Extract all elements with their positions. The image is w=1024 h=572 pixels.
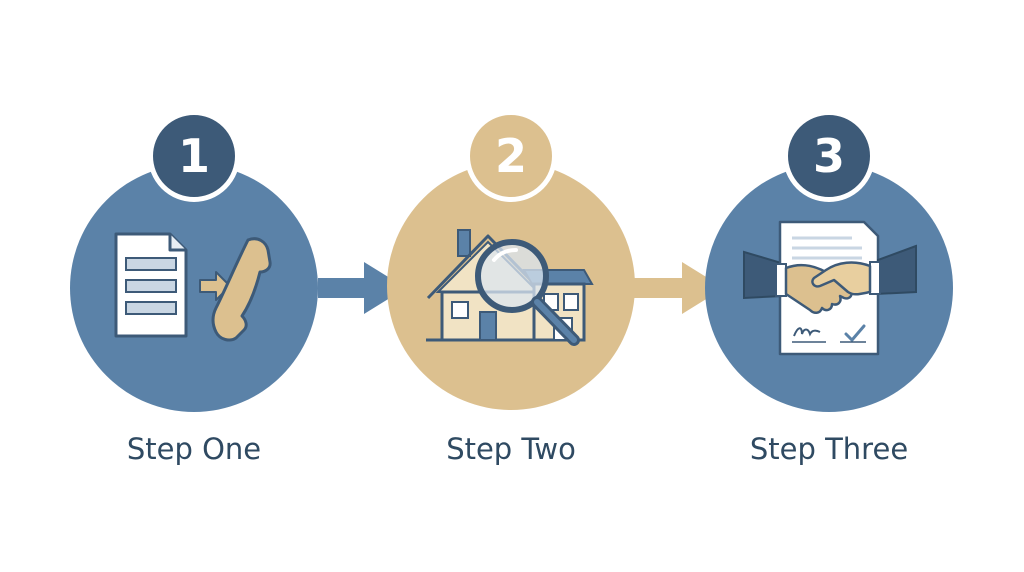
arrow-2-to-3-icon — [634, 262, 724, 314]
step-2-badge: 2 — [465, 110, 557, 202]
document-to-phone-icon — [114, 232, 272, 342]
house-inspection-magnifier-icon — [426, 229, 594, 346]
step-2-label: Step Two — [446, 432, 576, 466]
arrow-1-to-2-icon — [318, 262, 406, 314]
step-3-badge: 3 — [783, 110, 875, 202]
handshake-contract-icon — [743, 220, 917, 356]
step-3-label: Step Three — [749, 432, 909, 466]
step-1-badge: 1 — [148, 110, 240, 202]
step-1-label: Step One — [126, 432, 262, 466]
step-1-circle — [70, 164, 318, 412]
